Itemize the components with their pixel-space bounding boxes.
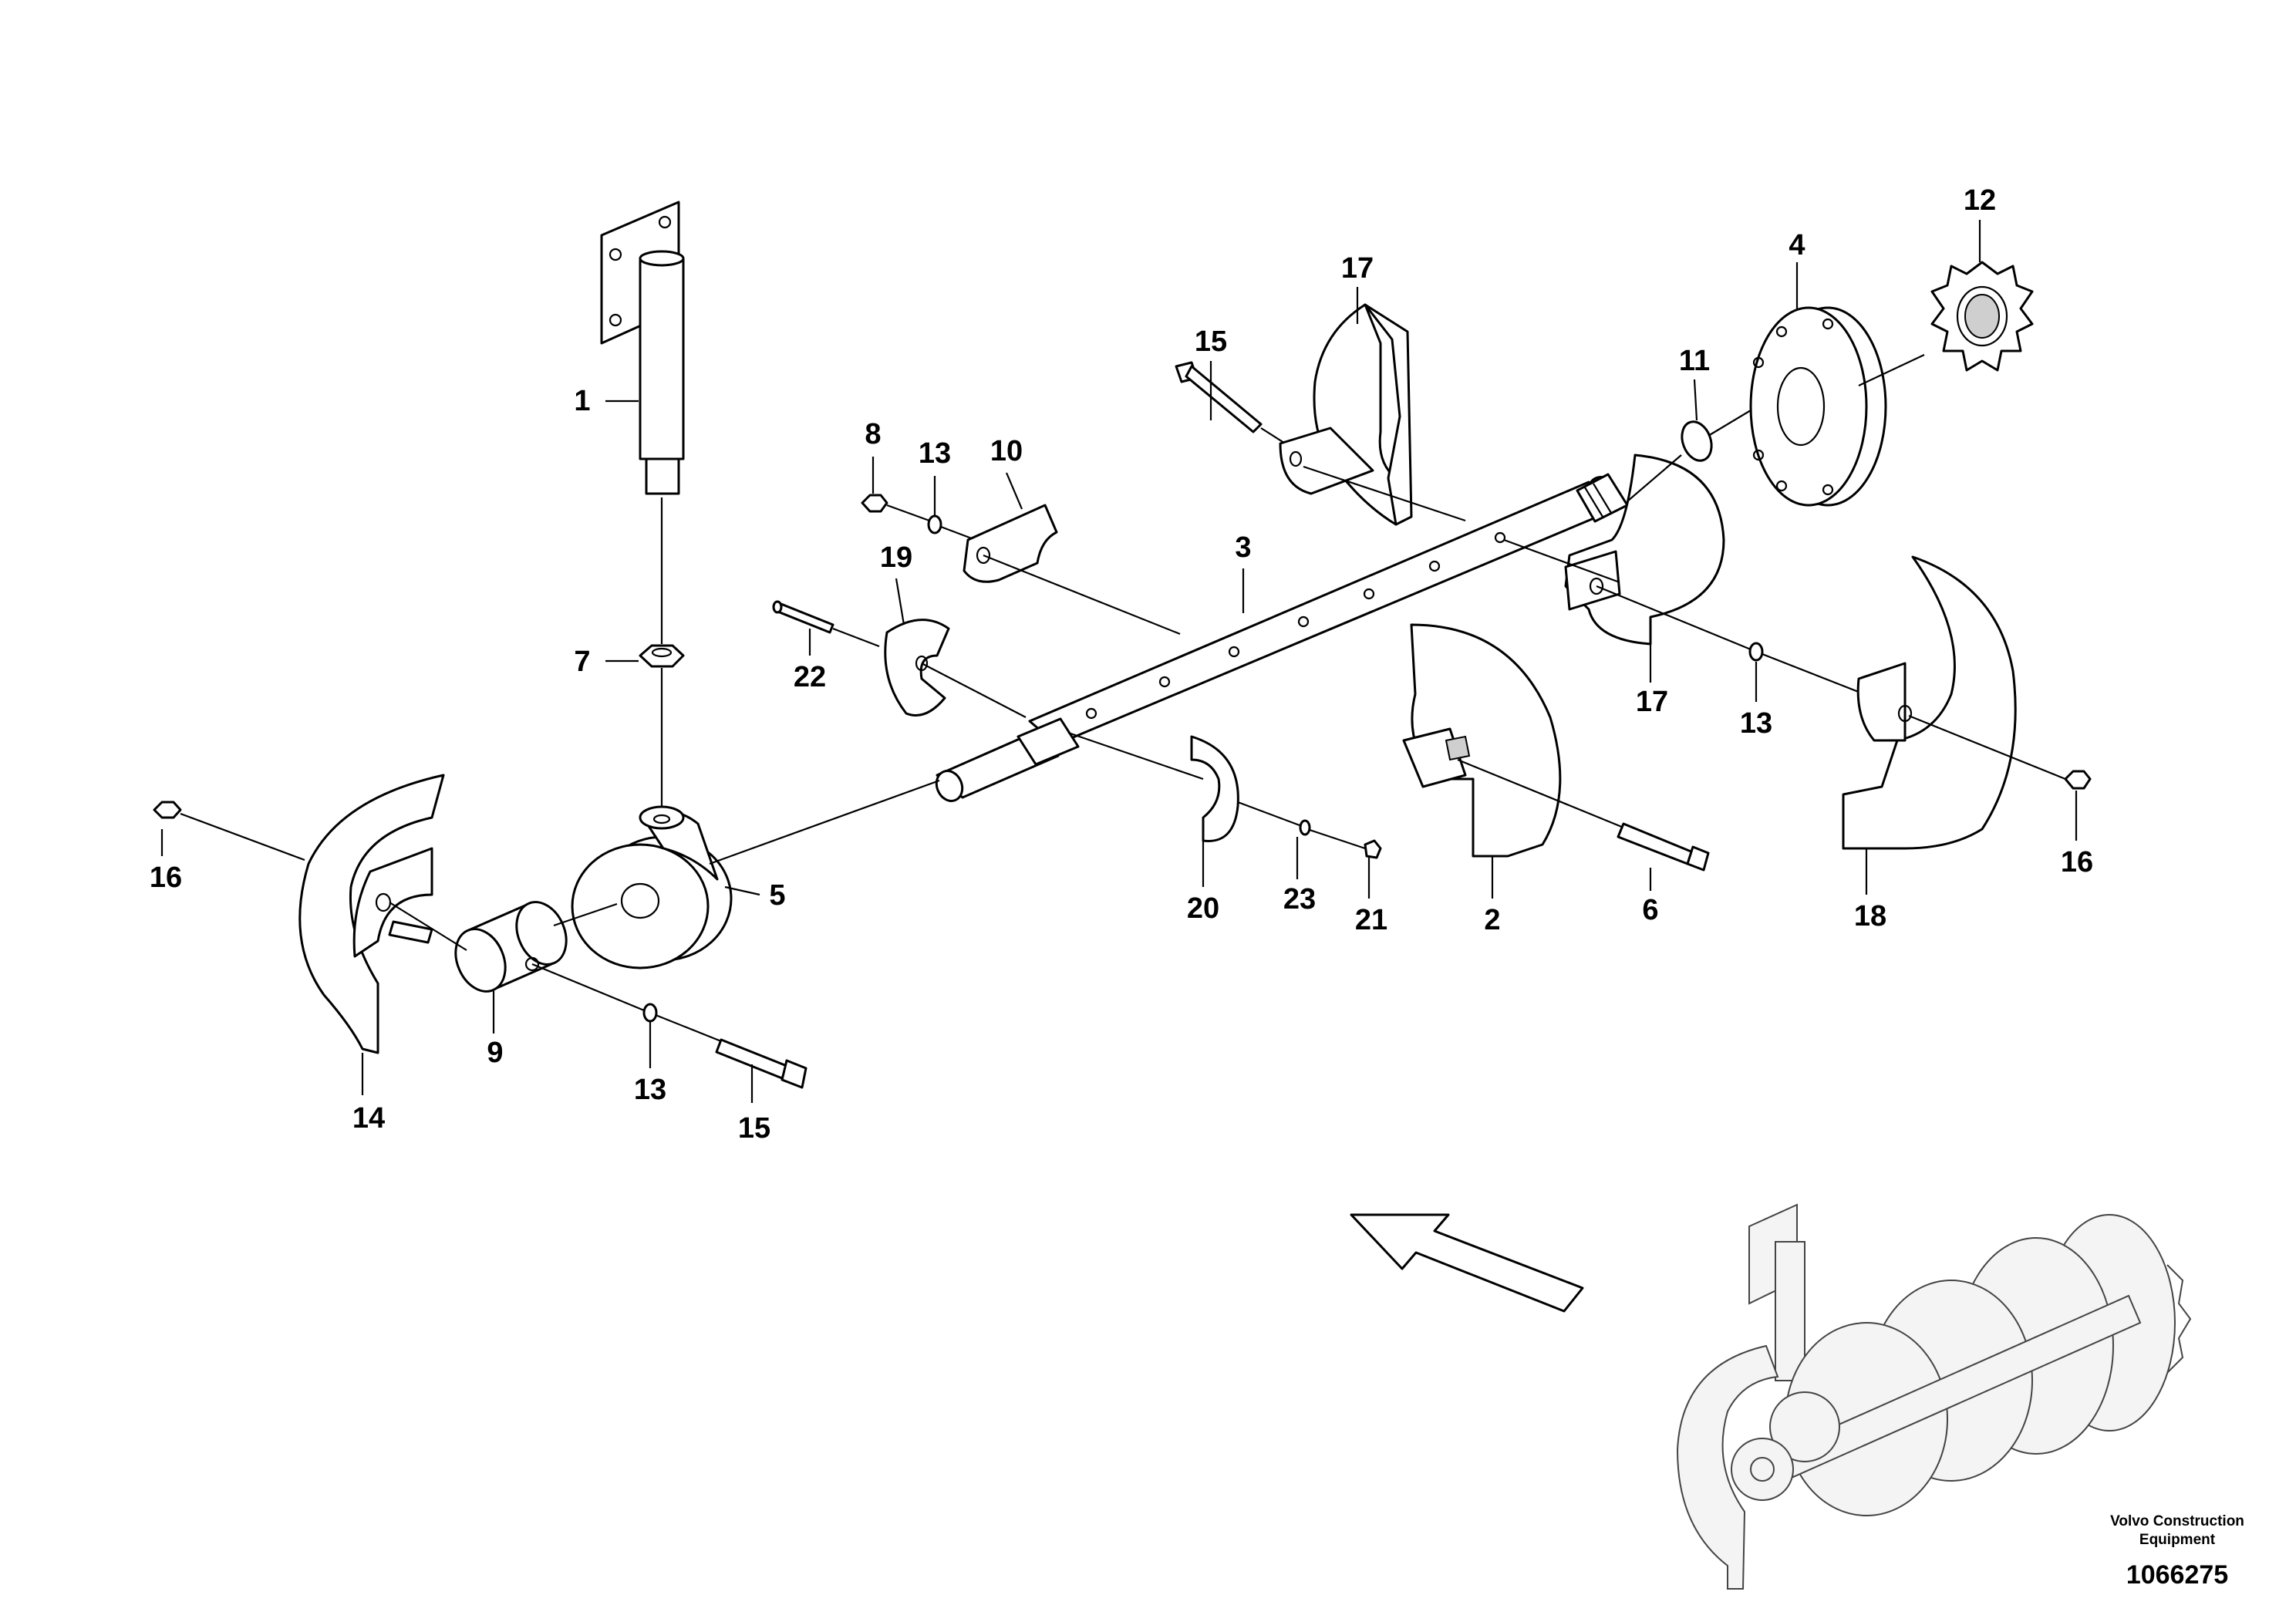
label-part-16-left: 16 [150,862,182,894]
part-15-bolt-top [1175,361,1263,433]
part-13-washer-bottom [642,1003,658,1023]
brand-line-2: Equipment [2139,1532,2216,1548]
part-11-o-ring [1681,420,1713,462]
label-part-9: 9 [487,1037,503,1069]
label-part-18: 18 [1854,900,1886,932]
leader-lines [160,220,2078,1103]
part-7-hex-nut [639,644,685,668]
part-9-sleeve [454,901,568,993]
part-1-mounting-bracket-pin [600,201,685,495]
label-part-23: 23 [1283,883,1316,916]
assembled-view-illustration [1676,1203,2192,1590]
part-3-auger-shaft [935,473,1629,802]
label-part-15-top: 15 [1195,325,1227,358]
part-17-flight-segment-right [1564,454,1725,646]
label-part-13-top: 13 [919,437,951,470]
label-part-1: 1 [574,385,590,417]
label-part-21: 21 [1355,904,1387,936]
label-part-17-top: 17 [1341,252,1374,285]
part-8-nut [861,494,888,513]
label-part-13-bottom: 13 [634,1074,666,1106]
part-17-flight-segment-top [1279,303,1413,526]
part-13-washer-top [927,514,942,534]
label-part-6: 6 [1642,894,1658,926]
part-22-pin [772,600,834,634]
label-part-10: 10 [990,435,1023,467]
label-part-4: 4 [1789,229,1805,261]
label-part-20: 20 [1187,892,1219,925]
label-part-14: 14 [352,1102,385,1135]
label-part-7: 7 [574,646,590,678]
part-21-nut [1364,839,1382,859]
part-14-left-flight [298,774,445,1054]
drawing-number: 1066275 [2126,1560,2228,1590]
label-part-13-right: 13 [1740,707,1772,740]
part-19-half-segment [884,619,950,717]
label-part-16-right: 16 [2061,846,2093,878]
label-part-19: 19 [880,541,912,574]
label-part-8: 8 [865,418,881,450]
brand-line-1: Volvo Construction [2110,1513,2244,1529]
part-4-flange-bearing [1749,306,1887,507]
label-part-12: 12 [1964,184,1996,217]
label-part-3: 3 [1235,531,1251,564]
part-12-sprocket [1930,261,2034,372]
part-13-washer-right [1748,642,1764,662]
part-15-bolt-bottom [715,1038,807,1089]
part-18-flight-right [1842,555,2017,850]
label-part-15-bottom: 15 [738,1112,770,1145]
part-2-flight-center [1402,623,1562,858]
label-part-17-right: 17 [1636,686,1668,718]
label-part-2: 2 [1484,904,1500,936]
part-5-bearing-housing [571,805,733,969]
part-23-washer [1299,819,1311,836]
part-16-nut-right [2064,770,2092,790]
label-part-5: 5 [769,879,785,912]
part-10-half-clamp [963,504,1058,583]
label-part-11: 11 [1679,345,1710,377]
arrow-up-left-icon [1350,1213,1584,1313]
part-20-half-segment [1190,735,1239,842]
part-6-bolt [1617,822,1710,872]
label-part-22: 22 [794,661,826,693]
part-16-nut-left [153,801,182,819]
